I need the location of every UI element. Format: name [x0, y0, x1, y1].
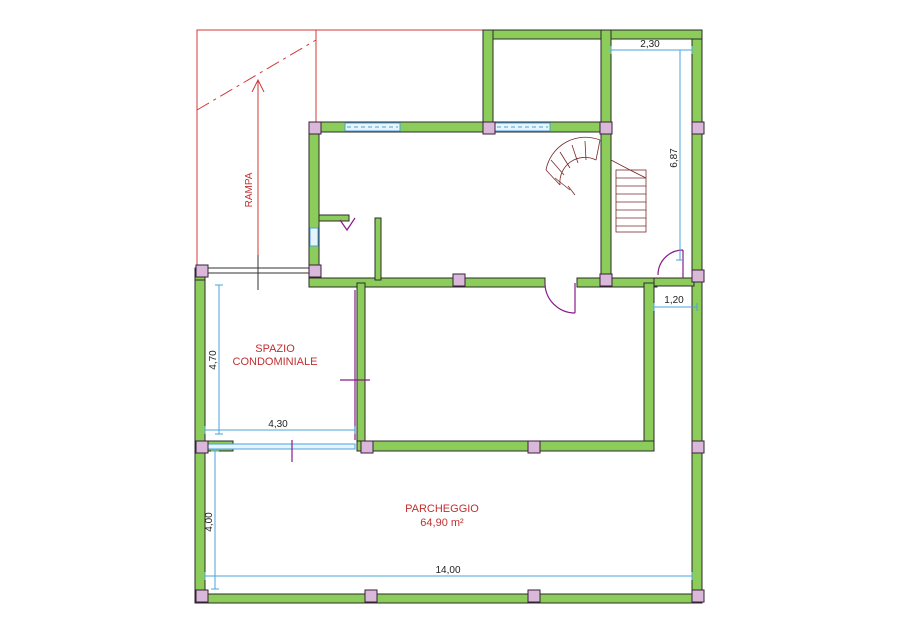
dim-6-87: 6,87 [669, 148, 680, 168]
dimension-lines [204, 46, 698, 590]
dim-14-00: 14,00 [435, 565, 460, 576]
spiral-stair [545, 136, 601, 196]
room-parcheggio-area: 64,90 m² [420, 517, 464, 529]
room-parcheggio-label: PARCHEGGIO [405, 503, 479, 515]
dim-2-30: 2,30 [640, 39, 660, 50]
dim-4-70: 4,70 [208, 350, 219, 370]
room-spazio-label-1: SPAZIO [255, 343, 295, 355]
room-spazio-label-2: CONDOMINIALE [233, 356, 318, 368]
dim-4-30: 4,30 [268, 419, 288, 430]
doors [257, 217, 684, 462]
dim-1-20: 1,20 [664, 295, 684, 306]
rampa-label: RAMPA [244, 172, 255, 207]
straight-stair [610, 159, 647, 233]
columns [195, 121, 705, 603]
dim-4-00: 4,00 [204, 512, 215, 532]
ramp-area: RAMPA [196, 29, 483, 270]
